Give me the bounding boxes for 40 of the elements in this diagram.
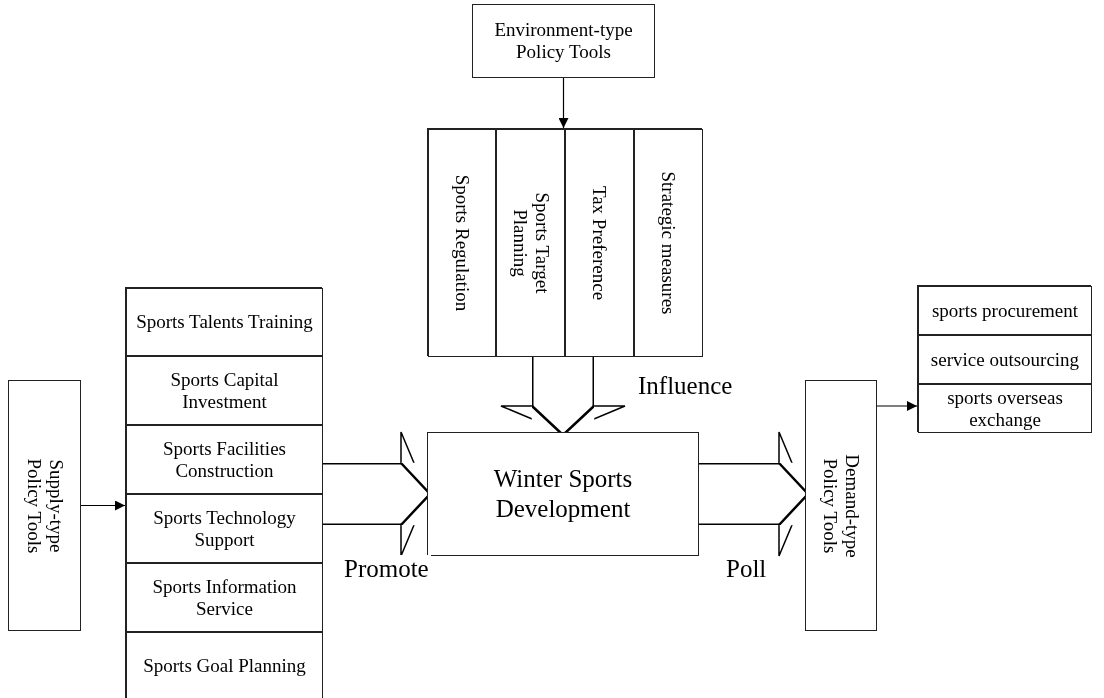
box-label: Tax Preference (588, 185, 611, 301)
box-label: Sports Target Planning (508, 191, 553, 296)
process-box (496, 129, 565, 357)
box-label: Sports Information Service (151, 575, 298, 620)
process-box (126, 494, 323, 563)
box-label: Sports Talents Training (136, 311, 313, 333)
box-label: Sports Technology Support (152, 506, 297, 551)
process-box (428, 129, 496, 357)
group-box (917, 285, 1091, 432)
box-label: Sports Facilities Construction (162, 437, 287, 482)
process-box (634, 129, 703, 357)
arrow (558, 77, 569, 129)
process-box (472, 4, 655, 78)
group-box (427, 128, 702, 356)
box-label: Sports Regulation (451, 174, 473, 312)
process-box (918, 384, 1092, 433)
arrow (80, 500, 126, 511)
process-box (8, 380, 81, 631)
box-label: Strategic measures (657, 171, 680, 315)
box-label: sports procurement (931, 299, 1079, 322)
box-label: Demand-type Policy Tools (819, 452, 863, 560)
box-label: service outsourcing (930, 348, 1080, 371)
process-box (918, 335, 1092, 384)
box-label: Supply-type Policy Tools (22, 457, 67, 555)
box-label: sports overseas exchange (946, 386, 1064, 431)
process-box (565, 129, 634, 357)
process-box (805, 380, 877, 631)
process-box (427, 432, 699, 556)
process-box (918, 286, 1092, 335)
arrow (876, 401, 918, 411)
box-label: Sports Goal Planning (143, 654, 306, 677)
process-box (126, 288, 323, 356)
box-label: Winter Sports Development (492, 464, 634, 524)
process-box (126, 356, 323, 425)
box-label: Environment-type Policy Tools (493, 19, 634, 63)
process-box (126, 563, 323, 632)
group-box (125, 287, 322, 698)
process-box (126, 425, 323, 494)
box-label: Sports Capital Investment (169, 368, 280, 413)
process-box (126, 632, 323, 698)
